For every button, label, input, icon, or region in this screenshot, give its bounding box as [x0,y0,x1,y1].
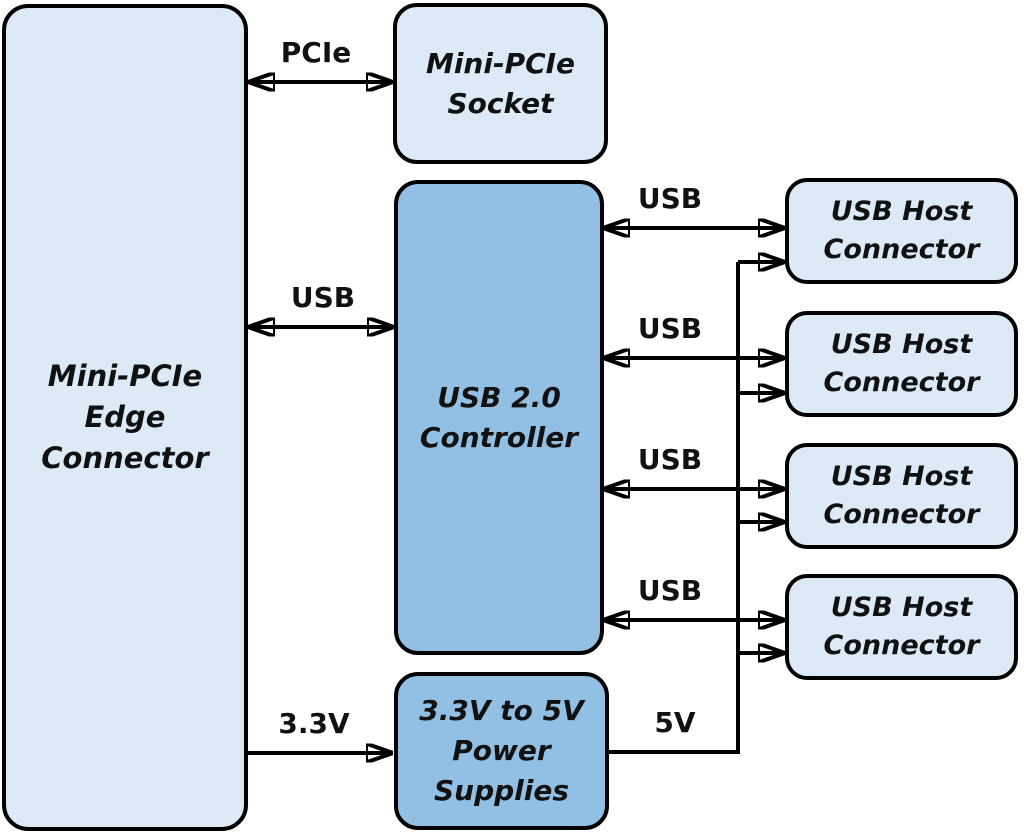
usb-host-connector-label-4: USB Host Connector [823,591,980,661]
usb-host-connector-block-1: USB Host Connector [785,178,1018,284]
usb-main-wire-label: USB [290,281,356,314]
pcie-wire-label: PCIe [280,36,352,69]
5v-wire-label: 5V [654,706,696,739]
mini-pcie-socket-block: Mini-PCIe Socket [393,3,608,164]
usb-host-connector-label-3: USB Host Connector [823,460,980,530]
usb-controller-block: USB 2.0 Controller [394,180,604,655]
usb-host-connector-block-4: USB Host Connector [785,574,1018,680]
usb-host-wire-label-1: USB [637,182,703,215]
usb-host-wire-label-2: USB [637,312,703,345]
usb-controller-label: USB 2.0 Controller [419,380,579,454]
mini-pcie-socket-label: Mini-PCIe Socket [425,46,576,120]
usb-host-connector-block-3: USB Host Connector [785,443,1018,549]
power-supplies-label: 3.3V to 5V Power Supplies [419,694,584,807]
usb-host-connector-label-1: USB Host Connector [823,195,980,265]
usb-host-connector-label-2: USB Host Connector [823,328,980,398]
usb-host-wire-label-4: USB [637,574,703,607]
33v-wire-label: 3.3V [278,707,350,740]
mini-pcie-edge-connector-label: Mini-PCIe Edge Connector [41,358,209,476]
usb-host-wire-label-3: USB [637,443,703,476]
mini-pcie-edge-connector-block: Mini-PCIe Edge Connector [2,4,248,831]
power-supplies-block: 3.3V to 5V Power Supplies [394,672,609,830]
usb-host-connector-block-2: USB Host Connector [785,311,1018,417]
